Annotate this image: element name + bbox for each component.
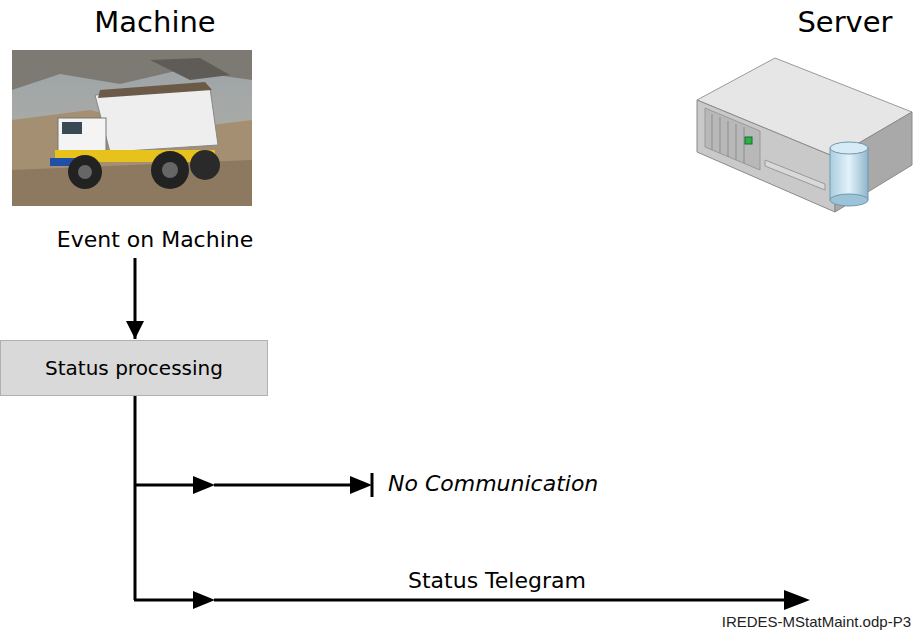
flow-arrow xyxy=(134,258,137,339)
branch-lines xyxy=(134,396,790,600)
status-note: No Communication xyxy=(388,470,598,498)
process-box: Status processing xyxy=(0,340,268,396)
node-heading: Server xyxy=(740,4,914,40)
node-caption: Event on Machine xyxy=(10,226,300,254)
server-icon xyxy=(697,58,912,212)
node-heading: Machine xyxy=(10,4,300,40)
footer-reference: IREDES-MStatMaint.odp-P3 xyxy=(722,612,911,631)
arrow-label: Status Telegram xyxy=(408,567,586,595)
machine-node: MachineEvent on Machine xyxy=(10,4,300,254)
server-node: Server xyxy=(740,4,914,40)
machine-photo xyxy=(12,50,252,206)
arrow-heads xyxy=(193,476,810,610)
box-text: Status processing xyxy=(45,355,223,381)
